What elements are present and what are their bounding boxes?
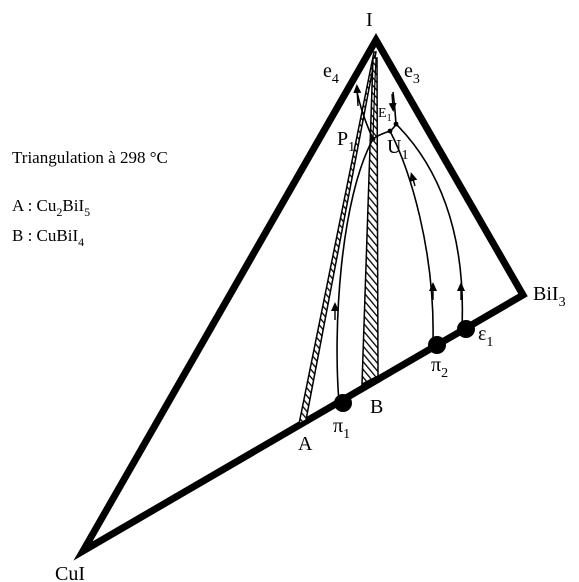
vertex-cui-label: CuI xyxy=(55,563,85,582)
point-pi2-label: π2 xyxy=(431,354,448,381)
curve-i-p1 xyxy=(372,57,377,140)
point-e1-dot xyxy=(393,121,399,127)
point-b-label: B xyxy=(370,396,383,418)
point-eps1-dot xyxy=(457,320,475,338)
point-eps1-label: ε1 xyxy=(478,323,493,350)
point-pi1-label: π1 xyxy=(333,415,350,442)
tie-strip-a xyxy=(297,51,377,426)
arrow-e3 xyxy=(388,93,397,112)
vertex-i-label: I xyxy=(366,9,373,31)
point-u1-label: U1 xyxy=(387,136,408,163)
point-e4-label: e4 xyxy=(323,60,339,87)
curve-eps1-e1 xyxy=(395,123,464,328)
legend-b: B : CuBiI4 xyxy=(12,226,84,249)
point-a-label: A xyxy=(298,433,313,455)
point-pi1-dot xyxy=(334,394,352,412)
arrow-u1-curve xyxy=(409,172,418,187)
curve-pi1-p1 xyxy=(336,138,374,403)
point-e3-label: e3 xyxy=(404,60,420,87)
legend-a: A : Cu2BiI5 xyxy=(12,196,90,219)
curve-e3-e1 xyxy=(392,91,397,125)
point-e1-label: E1 xyxy=(378,106,392,124)
vertex-bii3-label: BiI3 xyxy=(533,283,566,310)
point-u1-dot xyxy=(387,128,393,134)
legend-title: Triangulation à 298 °C xyxy=(12,148,168,167)
point-pi2-dot xyxy=(428,336,446,354)
point-p1-dot xyxy=(370,136,376,142)
arrow-e4 xyxy=(353,84,362,107)
composition-triangle xyxy=(73,32,528,561)
point-p1-label: P1 xyxy=(337,128,355,155)
curve-pi2-u1 xyxy=(389,130,434,343)
